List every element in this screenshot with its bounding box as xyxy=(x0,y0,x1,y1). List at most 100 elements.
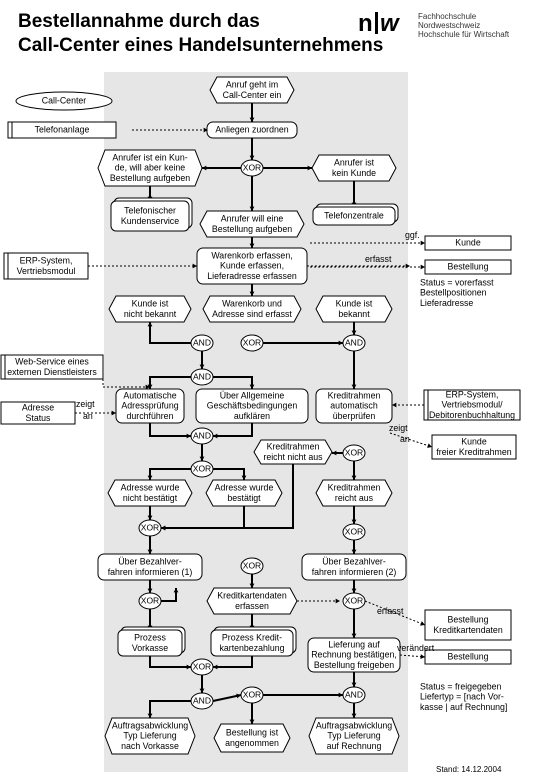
node-label: Adressprüfung xyxy=(121,401,178,411)
node-label: Telefonanlage xyxy=(35,125,90,135)
org-callcenter xyxy=(15,91,113,111)
node-label: automatisch xyxy=(330,401,378,411)
info-object-shape xyxy=(431,434,517,460)
info-object-shape xyxy=(424,609,512,641)
relation-label: zeigt xyxy=(76,399,95,409)
node-label: überprüfen xyxy=(333,411,376,421)
node-label: Bestellung ist xyxy=(226,728,279,738)
control-flow-edge-arrowhead xyxy=(202,165,207,171)
function-fn_anliegen xyxy=(206,121,298,139)
node-label: Web-Service eines xyxy=(15,357,89,367)
svg-text:n: n xyxy=(358,10,373,36)
node-label: Über Bezahlver- xyxy=(118,557,182,567)
info-object-shape xyxy=(424,649,512,665)
process-shape xyxy=(117,629,183,657)
control-flow-edge-arrowhead xyxy=(249,155,255,160)
node-label: XOR xyxy=(345,596,363,606)
node-label: bekannt xyxy=(338,309,370,319)
control-flow-edge-arrowhead xyxy=(213,664,218,670)
process-shape xyxy=(210,629,294,657)
node-label: Automatische xyxy=(123,390,176,400)
conn-and6 xyxy=(342,686,366,704)
event-shape xyxy=(308,717,400,755)
function-fn_adresspruefung xyxy=(115,388,185,424)
event-ev_kein_kunde xyxy=(311,154,397,182)
event-ev_kredit_aus xyxy=(315,479,393,507)
node-label: AND xyxy=(193,372,211,382)
relation-label: an xyxy=(400,434,410,444)
event-ev_kunde_nicht_bekannt xyxy=(108,295,192,323)
event-shape xyxy=(97,149,203,187)
event-ev_adresse_nicht xyxy=(107,479,193,507)
node-label: durchführen xyxy=(127,411,174,421)
process-fn_kundenservice xyxy=(110,197,193,232)
system-shape xyxy=(3,252,89,280)
process-fn_kreditkartenzahlung xyxy=(210,626,297,657)
process-shape xyxy=(312,206,396,226)
node-label: Debitorenbuchhaltung xyxy=(429,410,515,420)
information-flow-edge-arrowhead xyxy=(192,263,197,269)
node-label: nicht bekannt xyxy=(124,309,177,319)
node-label: AND xyxy=(193,431,211,441)
node-label: Auftragsabwicklung xyxy=(316,720,392,730)
information-flow-edge-arrowhead xyxy=(203,127,208,133)
info-io_adresse_status xyxy=(0,401,76,425)
node-label: Bestellung aufgeben xyxy=(212,224,292,234)
node-label: nicht bestätigt xyxy=(123,493,178,503)
control-flow-edge-arrowhead xyxy=(199,364,205,369)
control-flow-edge-arrowhead xyxy=(249,583,255,588)
node-label: Anruf geht im xyxy=(226,80,278,90)
node-label: Rechnung bestätigen, xyxy=(311,650,397,660)
node-label: Kunde xyxy=(461,437,487,447)
information-flow-edge-arrowhead xyxy=(427,443,432,448)
info-io_bestellung2 xyxy=(424,609,512,641)
function-fn_zahl1 xyxy=(97,553,203,581)
relation-label: ggf. xyxy=(405,230,420,240)
control-flow-edge xyxy=(149,423,191,437)
control-flow-edge-arrowhead xyxy=(147,384,153,389)
node-label: Kreditrahmen xyxy=(328,390,381,400)
node-label: Über Bezahlver- xyxy=(322,557,386,567)
node-label: XOR xyxy=(243,561,261,571)
node-label: reicht nicht aus xyxy=(263,452,323,462)
node-label: Bestellung xyxy=(447,262,488,272)
node-label: reicht aus xyxy=(335,493,374,503)
control-flow-edge-arrowhead xyxy=(173,588,179,593)
conn-xor1 xyxy=(240,159,264,177)
title-line-2: Call-Center eines Handelsunternehmens xyxy=(18,35,384,56)
information-flow-edge-arrowhead xyxy=(420,654,425,660)
function-fn_warenkorb xyxy=(196,247,308,285)
node-label: ERP-System, xyxy=(20,256,73,266)
node-label: Geschäftsbedingungen xyxy=(207,401,298,411)
function-shape xyxy=(115,388,185,424)
conn-xor8 xyxy=(138,592,162,610)
control-flow-edge-arrowhead xyxy=(147,588,153,593)
relation-label: an xyxy=(83,411,93,421)
event-ev_bestellung xyxy=(199,210,305,238)
node-label: kasse | auf Rechnung] xyxy=(420,702,507,712)
connector-shape xyxy=(342,523,366,541)
diagram-title: Bestellannahme durch das Call-Center ein… xyxy=(18,10,383,58)
control-flow-edge-arrowhead xyxy=(351,549,357,554)
node-label: Lieferung auf xyxy=(328,639,380,649)
node-label: Anliegen zuordnen xyxy=(215,125,288,135)
connector-shape xyxy=(240,334,264,352)
event-shape xyxy=(209,76,295,104)
event-shape xyxy=(206,587,298,615)
relation-label: verändert xyxy=(397,643,435,653)
connector-shape xyxy=(240,686,264,704)
event-ev_kredit_nicht_aus xyxy=(253,439,333,465)
relation-label: zeigt xyxy=(389,423,408,433)
node-label: AND xyxy=(193,338,211,348)
node-label: auf Rechnung xyxy=(327,741,382,751)
function-fn_lieferung xyxy=(307,637,401,673)
node-label: externen Dienstleisters xyxy=(7,367,97,377)
control-flow-edge xyxy=(149,656,191,668)
org-unit-shape xyxy=(15,91,113,111)
node-label: Warenkorb erfassen, xyxy=(211,250,292,260)
event-shape xyxy=(199,210,305,238)
conn-xor4 xyxy=(190,460,214,478)
node-label: Kunde erfassen, xyxy=(220,261,284,271)
event-shape xyxy=(104,717,196,755)
